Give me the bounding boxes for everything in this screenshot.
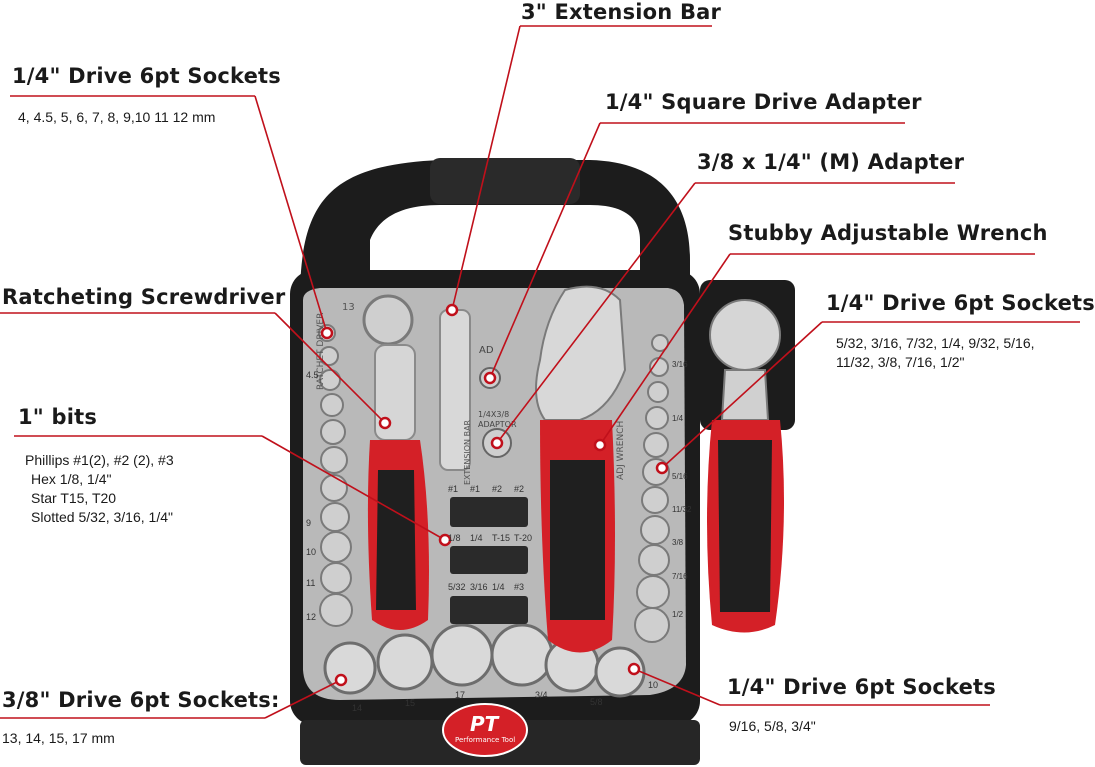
socket-size-label: 3/16 xyxy=(672,360,688,369)
desc-line: 9/16, 5/8, 3/4" xyxy=(729,718,816,734)
brand-name: Performance Tool xyxy=(455,736,516,744)
desc-line: 11/32, 3/8, 7/16, 1/2" xyxy=(836,354,965,370)
socket-size-label: 3/8 xyxy=(672,538,684,547)
desc-line: 4, 4.5, 5, 6, 7, 8, 9,10 11 12 mm xyxy=(18,109,216,125)
socket-size-label: 5/8 xyxy=(590,697,603,707)
callout-desc-drive-14-sae: 5/32, 3/16, 7/32, 1/4, 9/32, 5/16, 11/32… xyxy=(836,334,1035,372)
brand-logo: PT xyxy=(470,712,499,736)
socket-size-label: 14 xyxy=(352,703,363,713)
callout-desc-drive-14-metric: 4, 4.5, 5, 6, 7, 8, 9,10 11 12 mm xyxy=(18,108,215,127)
bits-tray xyxy=(450,497,528,624)
desc-line: 13, 14, 15, 17 mm xyxy=(2,730,115,746)
ratchet xyxy=(707,299,784,633)
desc-line: Hex 1/8, 1/4" xyxy=(31,471,112,487)
callout-title-drive-14-metric: 1/4" Drive 6pt Sockets xyxy=(12,64,281,88)
desc-line: 5/32, 3/16, 7/32, 1/4, 9/32, 5/16, xyxy=(836,335,1035,351)
socket-size-label: 3/4 xyxy=(535,690,548,700)
callout-desc-drive-14-large-sae: 9/16, 5/8, 3/4" xyxy=(729,717,816,736)
socket-size-label: 1/4 xyxy=(672,414,684,423)
bit-label: 1/4 xyxy=(492,582,505,592)
callout-title-drive-38-metric: 3/8" Drive 6pt Sockets: xyxy=(2,688,280,712)
bit-label: #1 xyxy=(470,484,481,494)
socket-size-label: 10 xyxy=(306,547,317,557)
adjustable-wrench xyxy=(535,285,627,653)
socket-size-label: 12 xyxy=(306,612,317,622)
socket-size-label: 1/2 xyxy=(672,610,684,619)
case-label-13: 13 xyxy=(342,302,355,313)
socket-size-label: 17 xyxy=(455,690,466,700)
case-handle xyxy=(300,158,690,300)
ratcheting-screwdriver xyxy=(367,344,429,630)
socket-size-label: 4.5 xyxy=(306,370,319,380)
socket-size-label: 15 xyxy=(405,698,416,708)
right-socket-column xyxy=(634,334,670,643)
bit-label: 5/32 xyxy=(448,582,466,592)
left-socket-column xyxy=(318,324,353,627)
socket-size-label: 9 xyxy=(306,518,312,528)
callout-title-ratcheting-screwdriver: Ratcheting Screwdriver xyxy=(2,285,286,309)
bit-label: #2 xyxy=(492,484,503,494)
case-label-adaptor: 1/4X3/8 ADAPTOR xyxy=(478,410,517,429)
socket-size-label: 11/32 xyxy=(672,505,692,514)
bit-label: 1/8 xyxy=(448,533,461,543)
case-label-ad: AD xyxy=(479,345,494,356)
bit-label: 1/4 xyxy=(470,533,483,543)
callout-title-square-drive-adapter: 1/4" Square Drive Adapter xyxy=(605,90,922,114)
bit-label: #3 xyxy=(514,582,525,592)
callout-title-adapter-38-14: 3/8 x 1/4" (M) Adapter xyxy=(697,150,965,174)
callout-title-drive-14-sae: 1/4" Drive 6pt Sockets xyxy=(826,291,1095,315)
bit-label: #1 xyxy=(448,484,459,494)
callout-title-stubby-wrench: Stubby Adjustable Wrench xyxy=(728,221,1048,245)
callout-title-bits: 1" bits xyxy=(18,405,98,429)
socket-size-label: 5/16 xyxy=(672,472,688,481)
desc-line: Phillips #1(2), #2 (2), #3 xyxy=(25,452,174,468)
callout-title-drive-14-large-sae: 1/4" Drive 6pt Sockets xyxy=(727,675,996,699)
socket-size-label: 10 xyxy=(648,680,659,690)
bit-label: #2 xyxy=(514,484,525,494)
socket-size-label: 11 xyxy=(306,578,316,588)
callout-desc-bits: Phillips #1(2), #2 (2), #3 Hex 1/8, 1/4"… xyxy=(25,451,174,527)
desc-line: Slotted 5/32, 3/16, 1/4" xyxy=(31,509,173,525)
brand-badge xyxy=(442,703,528,757)
callout-desc-drive-38-metric: 13, 14, 15, 17 mm xyxy=(2,729,115,748)
bit-label: T-15 xyxy=(492,533,511,543)
bit-label: T-20 xyxy=(514,533,533,543)
callout-title-extension-bar: 3" Extension Bar xyxy=(521,0,722,24)
desc-line: Star T15, T20 xyxy=(31,490,117,506)
socket-size-label: 7/16 xyxy=(672,572,688,581)
bit-label: 3/16 xyxy=(470,582,488,592)
